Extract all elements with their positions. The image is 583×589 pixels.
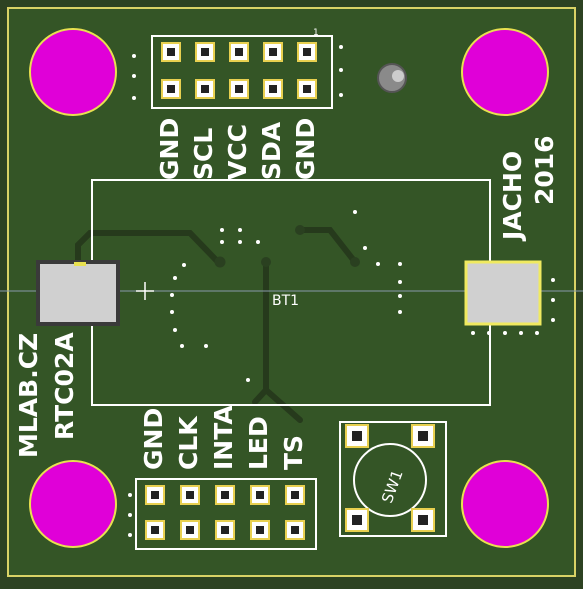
bottom-header-label-4: LED — [244, 416, 273, 470]
pad — [145, 485, 165, 505]
mount-hole-top-left — [29, 28, 117, 116]
trace-pads — [214, 225, 360, 268]
pad — [250, 485, 270, 505]
vias — [128, 45, 555, 537]
battery-label: BT1 — [272, 293, 299, 309]
battery-pad-left-marker — [74, 262, 86, 266]
bottom-header-label-5: TS — [279, 434, 308, 470]
pad — [195, 42, 215, 62]
bottom-header-frame — [135, 478, 317, 550]
bottom-header-label-1: GND — [139, 407, 168, 470]
pad — [229, 42, 249, 62]
pad — [195, 79, 215, 99]
author-label: JACHO — [498, 150, 527, 240]
pad — [263, 42, 283, 62]
brand-label: MLAB.CZ — [14, 332, 43, 458]
year-label: 2016 — [530, 135, 559, 205]
pad — [263, 79, 283, 99]
bottom-header-label-3: INTA — [209, 405, 238, 470]
bottom-header-pads — [145, 485, 305, 540]
pad — [285, 520, 305, 540]
top-header-label-4: SDA — [257, 121, 286, 180]
battery-pad-right — [464, 260, 542, 326]
top-header-label-2: SCL — [189, 127, 218, 180]
pad — [145, 520, 165, 540]
pad — [250, 520, 270, 540]
pad — [297, 42, 317, 62]
mount-holes — [29, 28, 549, 548]
pad — [180, 485, 200, 505]
pad — [180, 520, 200, 540]
pin1-mark: 1 — [313, 28, 319, 38]
pad — [297, 79, 317, 99]
top-header-label-5: GND — [291, 117, 320, 180]
top-header-label-1: GND — [155, 117, 184, 180]
traces — [75, 227, 358, 423]
pad — [215, 520, 235, 540]
mount-hole-bottom-left — [29, 460, 117, 548]
switch-button-circle — [353, 443, 427, 517]
switch-pads — [345, 424, 435, 532]
battery-pad-left — [36, 260, 120, 326]
pad — [229, 79, 249, 99]
pad — [161, 79, 181, 99]
pad — [161, 42, 181, 62]
model-label: RTC02A — [50, 332, 79, 440]
pad — [215, 485, 235, 505]
bottom-header-label-2: CLK — [174, 416, 203, 470]
top-header-pads — [161, 42, 317, 99]
top-header-frame — [151, 35, 333, 109]
mount-hole-top-right — [461, 28, 549, 116]
switch-outline — [339, 421, 447, 537]
top-header-label-3: VCC — [223, 123, 252, 180]
pad — [285, 485, 305, 505]
mount-hole-bottom-right — [461, 460, 549, 548]
